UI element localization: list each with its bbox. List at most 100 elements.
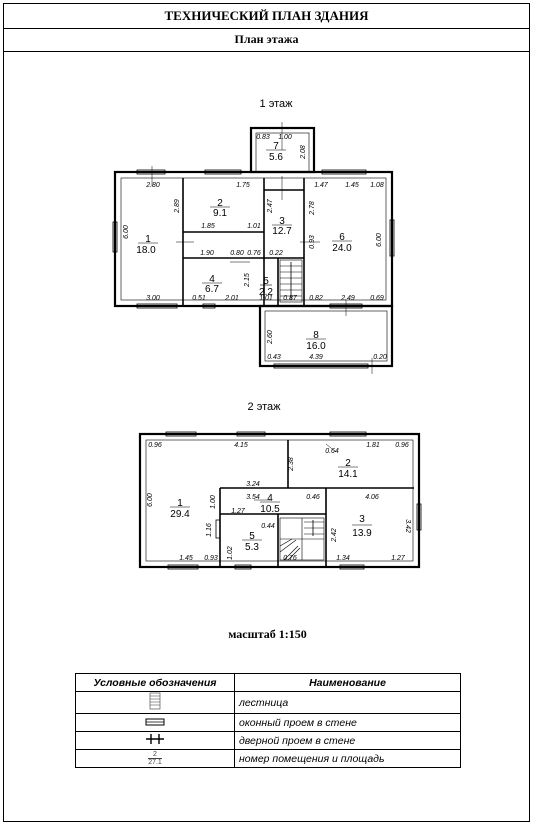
f1-room-6-number: 6 [339,232,345,243]
f1-dim: 0.76 [247,250,261,257]
f1-dim: 1.01 [247,223,261,230]
floor-2-windows [165,431,422,570]
f2-dim: 1.27 [231,508,246,515]
f1-dim: 2.47 [267,198,274,214]
f1-dim: 1.85 [201,223,215,230]
f2-dim: 3.54 [246,494,260,501]
legend-name: оконный проем в стене [234,713,461,732]
f1-dim: 0.43 [267,354,281,361]
f1-room-5-area: 2.2 [259,287,273,298]
f2-dim: 1.00 [210,495,217,509]
f2-dim: 0.93 [204,555,218,562]
scale-label: масштаб 1:150 [228,627,307,641]
legend-row: 2 27.1 номер помещения и площадь [75,749,461,768]
f1-room-1-area: 18.0 [136,245,156,256]
legend-name: дверной проем в стене [234,731,461,750]
f1-dim: 1.45 [345,182,359,189]
legend-row: дверной проем в стене [75,731,461,750]
f1-dim: 1.08 [370,182,384,189]
f2-room-4-number: 4 [267,493,273,504]
f2-dim: 1.81 [366,442,380,449]
f2-room-4-area: 10.5 [260,504,280,515]
floor-2-stair [279,517,325,561]
f2-dim: 1.45 [179,555,193,562]
f1-dim: 2.15 [244,273,251,288]
f1-room-2-area: 9.1 [213,208,227,219]
f1-dim: 2.89 [174,199,181,214]
f1-room-7-number: 7 [273,141,279,152]
door-icon [146,734,164,744]
f2-dim: 1.16 [206,523,213,537]
f2-dim: 1.27 [391,555,406,562]
legend-table: Условные обозначения Наименование лестни… [75,673,461,768]
f1-room-3-number: 3 [279,216,285,227]
f1-dim: 0.22 [269,250,283,257]
legend-header-name: Наименование [234,673,461,692]
legend-sample-number: 2 [148,751,162,759]
floor-1-label: 1 этаж [260,98,294,110]
f2-dim: 0.96 [148,442,162,449]
room-number-icon: 2 27.1 [148,751,162,766]
stair-icon [149,692,161,710]
f2-dim: 0.46 [306,494,320,501]
f2-room-5-area: 5.3 [245,542,259,553]
f1-dim: 0.20 [373,354,387,361]
f1-dim: 6.00 [123,225,130,239]
f2-dim: 4.15 [234,442,248,449]
f2-dim: 0.44 [261,523,275,530]
f1-dim: 0.82 [309,295,323,302]
sheet-subtitle: План этажа [4,28,529,52]
f1-room-5-number: 5 [263,276,269,287]
f2-room-1-area: 29.4 [170,509,190,520]
f1-dim: 4.39 [309,354,323,361]
legend-name: номер помещения и площадь [234,749,461,768]
f2-room-3-number: 3 [359,514,365,525]
f2-dim: 2.38 [288,457,295,472]
f2-dim: 1.02 [227,546,234,560]
f1-dim: 1.01 [259,295,273,302]
f1-room-1-number: 1 [145,234,151,245]
f2-room-1-number: 1 [177,498,183,509]
window-icon [145,718,165,725]
drawing-sheet: ТЕХНИЧЕСКИЙ ПЛАН ЗДАНИЯ План этажа [3,3,530,822]
f1-room-8-number: 8 [313,330,319,341]
f2-room-5-number: 5 [249,531,255,542]
f1-room-3-area: 12.7 [272,226,292,237]
floor-2-walls [138,432,421,569]
f1-dim: 2.60 [267,330,274,345]
f1-dim: 2.08 [300,145,307,160]
floor-1-inner-frame [120,132,388,362]
f2-dim: 0.76 [283,555,297,562]
f1-dim: 2.78 [309,201,316,216]
f2-dim: 2.42 [331,528,338,543]
f1-room-2-number: 2 [217,198,223,209]
f1-dim: 2.49 [340,295,355,302]
floor-2-label: 2 этаж [248,401,282,413]
f2-dim: 3.42 [404,519,411,533]
f1-room-4-number: 4 [209,274,215,285]
f1-dim: 1.90 [200,250,214,257]
floor-2-leaders [254,443,337,501]
f1-dim: 6.00 [376,233,383,247]
f2-room-3-area: 13.9 [352,528,372,539]
f2-dim: 0.64 [325,448,339,455]
floor-1-windows [112,169,395,369]
legend-sample-area: 27.1 [148,758,162,766]
floor-1-leaders [151,122,373,374]
f1-dim: 0.80 [230,250,244,257]
legend-name: лестница [234,691,461,714]
f1-dim: 1.47 [314,182,329,189]
legend-row: лестница [75,691,461,714]
f1-dim: 2.80 [145,182,160,189]
sheet-title: ТЕХНИЧЕСКИЙ ПЛАН ЗДАНИЯ [4,4,529,29]
f2-dim: 1.34 [336,555,350,562]
f1-dim: 1.75 [236,182,250,189]
f1-dim: 2.01 [224,295,239,302]
floor-2-inner-frame [145,439,414,562]
f2-dim: 0.96 [395,442,409,449]
f1-dim: 0.87 [283,295,298,302]
f1-dim: 0.83 [256,134,270,141]
f1-dim: 0.51 [192,295,206,302]
legend-row: оконный проем в стене [75,713,461,732]
